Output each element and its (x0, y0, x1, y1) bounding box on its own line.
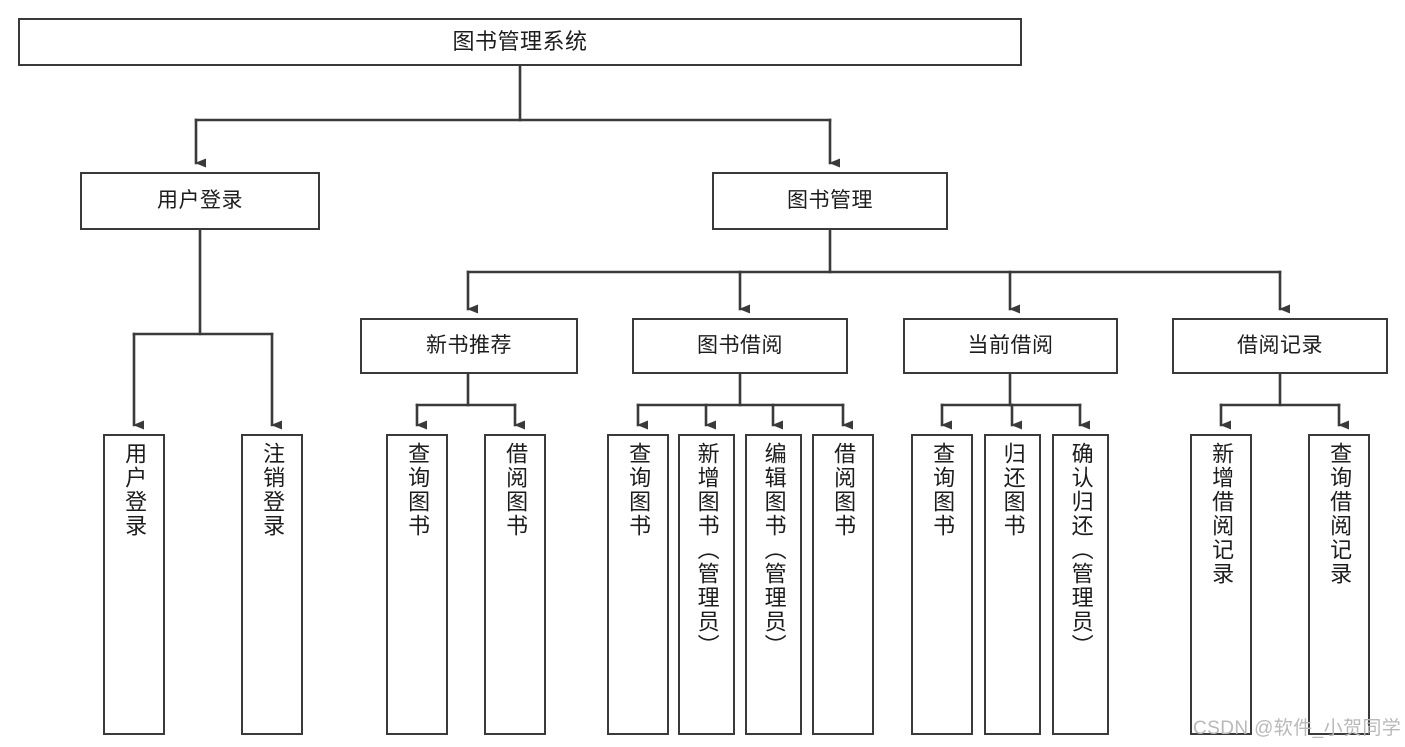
node-leaf-user-login-label: 用户登录 (122, 442, 148, 538)
node-leaf-query-books-borrow-label: 查询图书 (626, 442, 652, 538)
node-leaf-query-books-current[interactable]: 查询图书 (911, 434, 973, 735)
node-borrow-record-label: 借阅记录 (1237, 334, 1323, 358)
node-new-book-recommend[interactable]: 新书推荐 (360, 318, 578, 374)
node-leaf-query-books-current-label: 查询图书 (930, 442, 956, 538)
node-leaf-edit-book-admin-label: 编辑图书（管理员） (761, 442, 787, 658)
node-borrow-record[interactable]: 借阅记录 (1172, 318, 1388, 374)
node-leaf-borrow-book-label: 借阅图书 (831, 442, 857, 538)
node-leaf-add-borrow-record[interactable]: 新增借阅记录 (1190, 434, 1252, 735)
node-leaf-add-borrow-record-label: 新增借阅记录 (1209, 442, 1235, 586)
node-leaf-borrow-book[interactable]: 借阅图书 (812, 434, 874, 735)
node-leaf-logout-label: 注销登录 (260, 442, 286, 538)
node-leaf-return-book-label: 归还图书 (1000, 442, 1026, 538)
node-leaf-query-books-borrow[interactable]: 查询图书 (607, 434, 669, 735)
node-user-login[interactable]: 用户登录 (80, 172, 320, 230)
node-leaf-borrow-books-rec-label: 借阅图书 (503, 442, 529, 538)
node-book-management-label: 图书管理 (787, 189, 873, 213)
node-leaf-user-login[interactable]: 用户登录 (103, 434, 165, 735)
node-leaf-logout[interactable]: 注销登录 (241, 434, 303, 735)
node-leaf-confirm-return-admin[interactable]: 确认归还（管理员） (1052, 434, 1109, 735)
node-leaf-add-book-admin[interactable]: 新增图书（管理员） (678, 434, 735, 735)
node-leaf-add-book-admin-label: 新增图书（管理员） (694, 442, 720, 658)
node-leaf-edit-book-admin[interactable]: 编辑图书（管理员） (745, 434, 802, 735)
node-leaf-query-borrow-record-label: 查询借阅记录 (1327, 442, 1353, 586)
node-leaf-borrow-books-rec[interactable]: 借阅图书 (484, 434, 546, 735)
node-root-system[interactable]: 图书管理系统 (18, 18, 1022, 66)
node-user-login-label: 用户登录 (157, 189, 243, 213)
node-leaf-confirm-return-admin-label: 确认归还（管理员） (1068, 442, 1094, 658)
node-book-management[interactable]: 图书管理 (712, 172, 948, 230)
node-root-system-label: 图书管理系统 (452, 28, 588, 54)
node-new-book-recommend-label: 新书推荐 (426, 334, 512, 358)
node-current-borrow[interactable]: 当前借阅 (903, 318, 1118, 374)
node-current-borrow-label: 当前借阅 (967, 334, 1054, 358)
node-leaf-query-borrow-record[interactable]: 查询借阅记录 (1308, 434, 1370, 735)
node-book-borrow[interactable]: 图书借阅 (632, 318, 848, 374)
node-leaf-return-book[interactable]: 归还图书 (984, 434, 1041, 735)
node-leaf-query-books-rec[interactable]: 查询图书 (386, 434, 448, 735)
node-book-borrow-label: 图书借阅 (697, 334, 783, 358)
node-leaf-query-books-rec-label: 查询图书 (405, 442, 431, 538)
